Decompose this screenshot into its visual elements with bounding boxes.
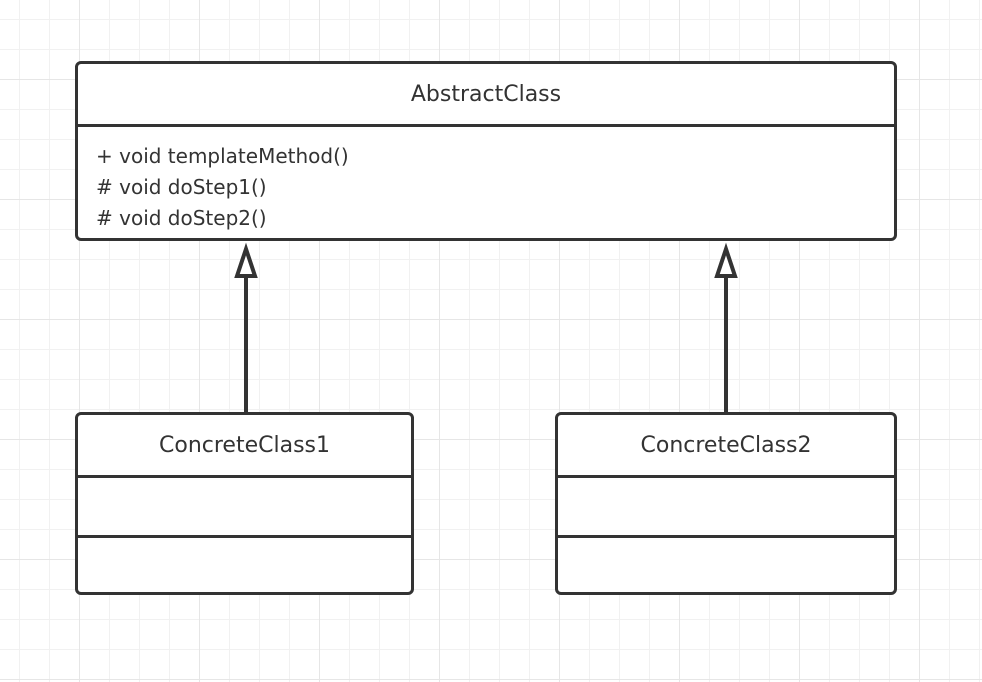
class-name: ConcreteClass1 — [78, 415, 411, 478]
class-name: AbstractClass — [78, 64, 894, 127]
concrete-class-2-box[interactable]: ConcreteClass2 — [555, 412, 897, 595]
method: + void templateMethod() — [96, 144, 349, 168]
concrete-class-1-box[interactable]: ConcreteClass1 — [75, 412, 414, 595]
attributes-section — [558, 478, 894, 538]
method: # void doStep1() — [96, 175, 267, 199]
methods-section — [78, 538, 411, 592]
method: # void doStep2() — [96, 206, 267, 230]
class-name: ConcreteClass2 — [558, 415, 894, 478]
attributes-section — [78, 478, 411, 538]
abstract-class-box[interactable]: AbstractClass + void templateMethod() # … — [75, 61, 897, 241]
inheritance-arrow-1 — [234, 242, 258, 413]
methods-section: + void templateMethod() # void doStep1()… — [78, 127, 894, 234]
inheritance-arrow-2 — [714, 242, 738, 413]
methods-section — [558, 538, 894, 592]
